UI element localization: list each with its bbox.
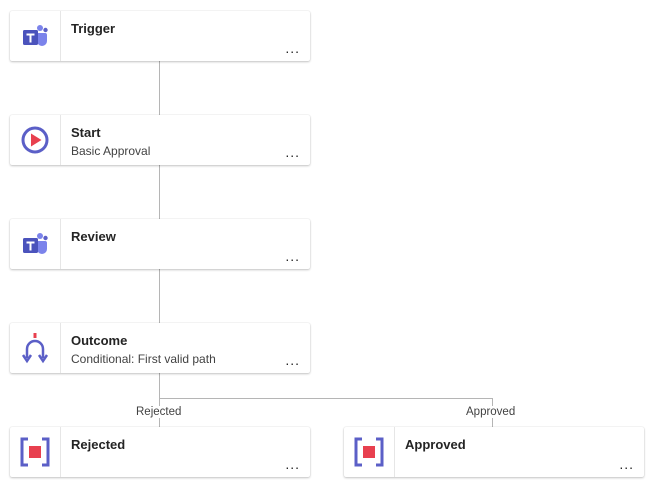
node-title: Approved xyxy=(405,437,466,452)
node-subtitle: Basic Approval xyxy=(71,144,151,158)
node-trigger[interactable]: Trigger ... xyxy=(10,11,310,61)
node-title: Outcome xyxy=(71,333,128,348)
play-circle-icon xyxy=(10,115,61,165)
node-title: Start xyxy=(71,125,101,140)
node-title: Review xyxy=(71,229,116,244)
more-options-button[interactable]: ... xyxy=(619,456,634,472)
more-options-button[interactable]: ... xyxy=(285,456,300,472)
node-approved[interactable]: Approved ... xyxy=(344,427,644,477)
connector-outcome-branch xyxy=(159,373,160,427)
node-start[interactable]: Start Basic Approval ... xyxy=(10,115,310,165)
more-options-button[interactable]: ... xyxy=(285,40,300,56)
node-subtitle: Conditional: First valid path xyxy=(71,352,216,366)
teams-icon xyxy=(10,11,61,61)
node-rejected[interactable]: Rejected ... xyxy=(10,427,310,477)
conditional-branch-icon xyxy=(10,323,61,373)
node-title: Trigger xyxy=(71,21,116,36)
stop-node-icon xyxy=(10,427,61,477)
branch-label-rejected: Rejected xyxy=(134,406,184,418)
connector-trigger-start xyxy=(159,61,160,115)
node-outcome[interactable]: Outcome Conditional: First valid path ..… xyxy=(10,323,310,373)
more-options-button[interactable]: ... xyxy=(285,248,300,264)
stop-node-icon xyxy=(344,427,395,477)
more-options-button[interactable]: ... xyxy=(285,144,300,160)
connector-review-outcome xyxy=(159,269,160,323)
connector-start-review xyxy=(159,165,160,219)
connector-branch-horizontal xyxy=(159,398,493,399)
node-title: Rejected xyxy=(71,437,126,452)
branch-label-approved: Approved xyxy=(464,406,518,418)
teams-icon xyxy=(10,219,61,269)
more-options-button[interactable]: ... xyxy=(285,352,300,368)
node-review[interactable]: Review ... xyxy=(10,219,310,269)
